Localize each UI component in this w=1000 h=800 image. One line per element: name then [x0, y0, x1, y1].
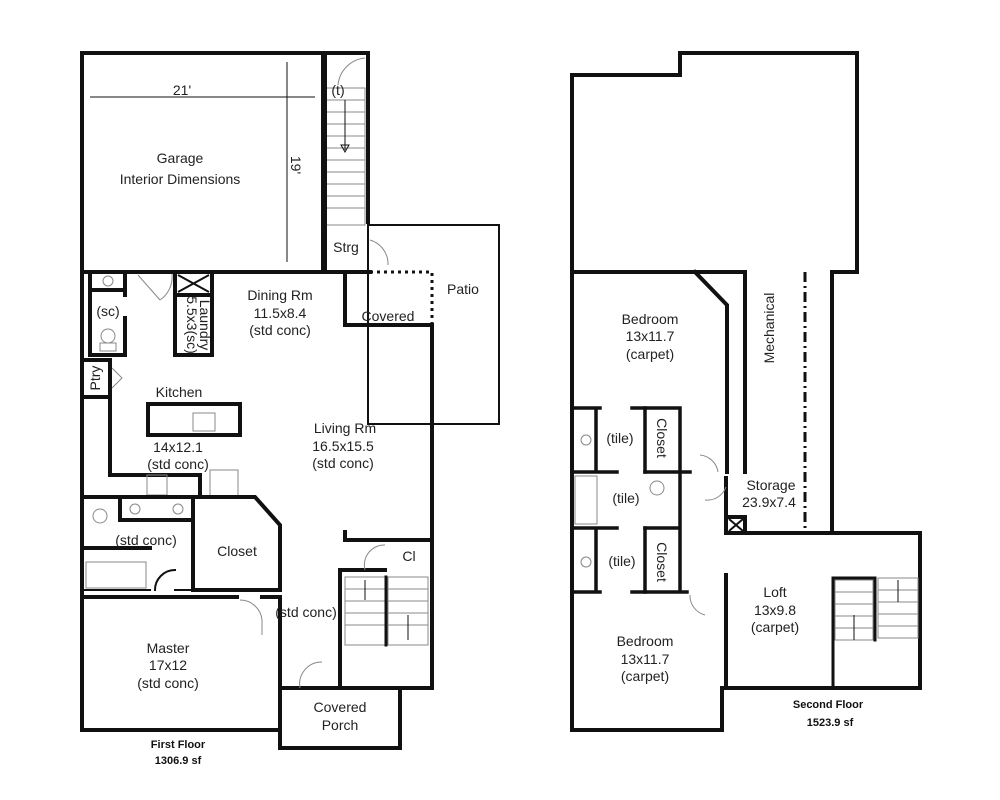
toilet-icon [100, 328, 116, 344]
sink-icon [580, 556, 592, 568]
sink-icon [192, 412, 216, 432]
closet-label: Closet [217, 543, 257, 559]
storage-label: Strg [333, 239, 359, 255]
covered-label: Covered [362, 308, 415, 324]
garage-depth: 19' [288, 156, 304, 174]
bedroom2-size: 13x11.7 [621, 651, 670, 667]
storage-label: Storage [746, 477, 795, 493]
bath-top-label: (tile) [606, 430, 633, 446]
bedroom1-size: 13x11.7 [626, 328, 675, 344]
dining-size: 11.5x8.4 [254, 305, 307, 321]
porch-label-1: Covered [314, 699, 367, 715]
covered-patio-walls [343, 270, 434, 327]
garage-width: 21' [173, 82, 191, 98]
toilet-icon [649, 480, 665, 496]
door-swing [337, 57, 366, 86]
kitchen-floor: (std conc) [147, 456, 208, 472]
living-label: Living Rm [314, 420, 376, 436]
storage-size: 23.9x7.4 [742, 494, 796, 510]
second-floor-area: 1523.9 sf [807, 717, 854, 729]
laundry-size: 5.5x3(sc) [184, 296, 200, 354]
garage-note: Interior Dimensions [120, 171, 241, 187]
bedroom1-label: Bedroom [622, 311, 679, 327]
shower-icon [85, 561, 147, 589]
sink-icon [580, 434, 592, 446]
laundry-label: Laundry [197, 300, 213, 351]
master-label: Master [147, 640, 190, 656]
laundry-walls [173, 270, 214, 357]
half-bath-label: (sc) [96, 303, 119, 319]
bath-bottom-label: (tile) [608, 553, 635, 569]
first-floor: 21' 19' Garage Interior Dimensions (t) S… [80, 51, 500, 767]
master-walls [80, 595, 282, 690]
living-floor: (std conc) [312, 455, 373, 471]
master-floor: (std conc) [137, 675, 198, 691]
loft-floor: (carpet) [751, 619, 799, 635]
mechanical-label: Mechanical [761, 293, 777, 364]
fridge-icon [209, 469, 239, 498]
first-floor-title: First Floor [151, 739, 206, 751]
second-floor-title: Second Floor [793, 699, 864, 711]
kitchen-label: Kitchen [156, 384, 203, 400]
half-bath-walls [88, 270, 127, 357]
master-bath-walls [80, 495, 282, 592]
kitchen-island [146, 402, 242, 437]
bedroom1-floor: (carpet) [626, 346, 674, 362]
dining-label: Dining Rm [247, 287, 312, 303]
toilet-icon [92, 508, 108, 524]
stair-walls [321, 51, 372, 274]
bedroom2-label: Bedroom [617, 633, 674, 649]
garage-stairs [324, 87, 366, 226]
bath-mid-label: (tile) [612, 490, 639, 506]
hvac-x-icon [728, 518, 744, 532]
dining-floor: (std conc) [249, 322, 310, 338]
loft-stairs [831, 576, 919, 690]
loft-size: 13x9.8 [754, 602, 796, 618]
stair-closet-walls [338, 530, 434, 690]
master-size: 17x12 [149, 657, 187, 673]
living-size: 16.5x15.5 [312, 438, 374, 454]
hall-label: (std conc) [275, 604, 336, 620]
stove-icon [146, 474, 168, 496]
loft-label: Loft [763, 584, 786, 600]
bathtub-icon [574, 475, 598, 525]
sink-icon [102, 275, 114, 287]
garage-label: Garage [157, 150, 204, 166]
bath-closet-walls [570, 406, 692, 594]
first-floor-area: 1306.9 sf [155, 755, 202, 767]
closet-bottom-label: Closet [654, 542, 670, 582]
pantry-label: Ptry [87, 366, 103, 391]
master-bath-label: (std conc) [115, 532, 176, 548]
stair-label: (t) [331, 82, 344, 98]
bedroom-top-walls [570, 269, 747, 474]
second-floor: Bedroom 13x11.7 (carpet) Mechanical (til… [570, 51, 922, 732]
patio-label: Patio [447, 281, 479, 297]
kitchen-size: 14x12.1 [153, 439, 203, 455]
main-stairs [344, 575, 429, 647]
door-swing [137, 273, 173, 301]
closet-top-label: Closet [654, 418, 670, 458]
hvac-x-icon [177, 274, 210, 293]
porch-label-2: Porch [322, 717, 359, 733]
hall-closet-label: Cl [402, 548, 415, 564]
bedroom2-floor: (carpet) [621, 668, 669, 684]
